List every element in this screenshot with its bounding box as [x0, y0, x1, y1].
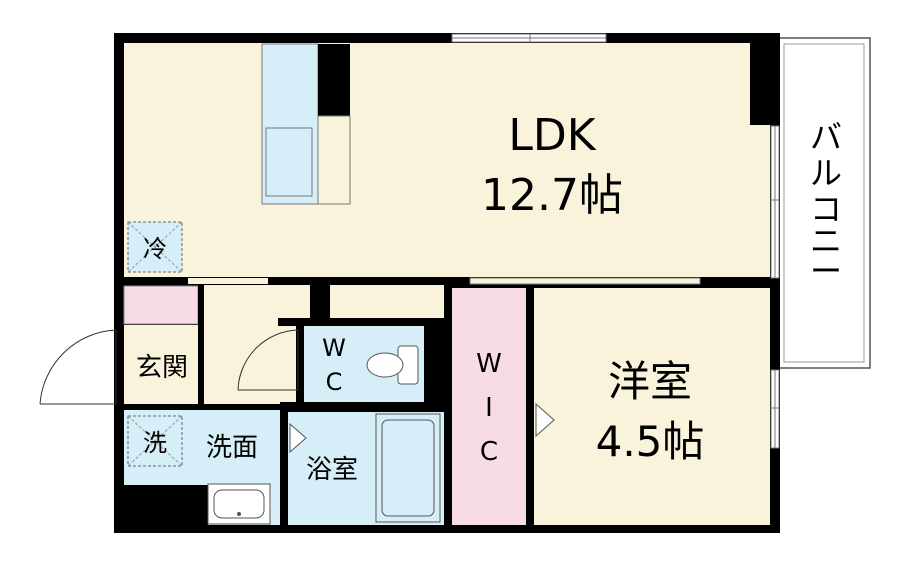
wall-wc-right	[424, 318, 444, 404]
wall-entrance-left	[198, 284, 204, 404]
balcony	[777, 37, 871, 369]
balcony-char: ル	[810, 154, 842, 192]
wall-wash-top	[124, 404, 280, 410]
wic-door-mark	[535, 402, 555, 438]
bathtub	[375, 413, 441, 523]
balcony-label: バ ル コ ニ ー	[810, 118, 842, 290]
wic-floor	[452, 288, 526, 525]
top-window	[451, 33, 607, 43]
wall-segment	[469, 277, 701, 285]
balcony-char: ニ	[810, 222, 842, 260]
western-room-size: 4.5帖	[596, 417, 705, 466]
wall-bath-left	[280, 402, 288, 525]
fridge-space	[127, 221, 183, 273]
toilet	[366, 345, 419, 385]
bath-door-mark	[289, 422, 307, 454]
ldk-floor	[124, 43, 770, 277]
balcony-char: ー	[810, 252, 842, 290]
wall-wc-left	[296, 318, 304, 404]
fridge-label: 冷	[143, 235, 167, 263]
ldk-name: LDK	[508, 110, 596, 161]
kitchen-counter	[261, 43, 351, 205]
wall-wc-top	[278, 318, 444, 326]
wall-wic-left	[444, 285, 452, 525]
entrance-floor	[124, 325, 202, 405]
balcony-char: バ	[810, 118, 842, 156]
ldk-size: 12.7帖	[481, 170, 623, 221]
washroom-label: 洗面	[206, 433, 258, 463]
western-window	[770, 369, 780, 449]
wall-bath-top	[280, 402, 444, 412]
wash-basin	[207, 483, 271, 525]
washer-space	[127, 415, 183, 467]
balcony-char: コ	[810, 190, 842, 228]
wc-door	[237, 329, 299, 391]
wall-ldk-bottom-gap	[188, 278, 268, 284]
ldk-balcony-window	[770, 125, 780, 279]
wall-hall-pillar	[310, 285, 330, 319]
wall-ldk-bottom	[124, 277, 770, 285]
wall-wic-right	[526, 285, 534, 525]
wc-label-w: W	[322, 334, 346, 362]
wall-pillar	[750, 33, 780, 125]
wic-label-c: C	[480, 437, 498, 467]
shoebox	[123, 285, 199, 325]
western-room-name: 洋室	[608, 357, 692, 406]
washer-label: 洗	[143, 429, 167, 457]
wic-label-i: I	[485, 393, 493, 423]
wic-label-w: W	[476, 349, 502, 379]
entrance-door	[39, 329, 117, 405]
bath-label: 浴室	[306, 455, 358, 485]
western-room-floor	[534, 288, 770, 525]
wall-block	[124, 485, 208, 525]
wc-label-c: C	[326, 368, 343, 396]
entrance-label: 玄関	[136, 353, 188, 383]
